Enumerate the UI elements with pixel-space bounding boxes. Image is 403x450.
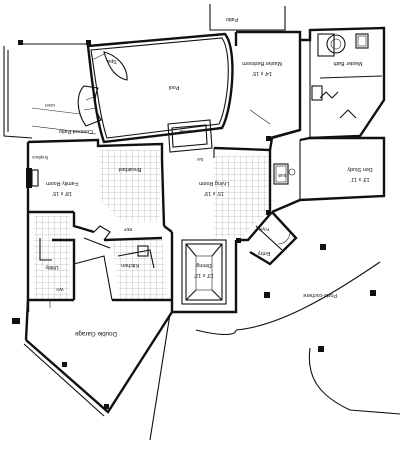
label-pool: Pool (169, 84, 180, 90)
label-family-room-dims: 18' x 15' (52, 190, 72, 196)
label-master-bedroom-dims: 14' x 15' (252, 70, 272, 76)
label-patio: Patio (226, 16, 238, 22)
label-den-study-dims: 13' x 11' (350, 176, 369, 182)
label-bath: Bath (277, 173, 286, 178)
label-bar: bar (196, 157, 203, 162)
dining-walls (170, 232, 238, 314)
label-living-room-name: Living Room (199, 180, 229, 186)
label-spa: Spa (107, 58, 117, 64)
label-covered-patio: Covered Patio (59, 128, 93, 134)
label-breakfast: Breakfast (118, 166, 141, 172)
patio-area (209, 4, 286, 31)
kitchen-walls (28, 210, 172, 302)
room-labels: Patio Spa Pool Covered Patio cover Maste… (31, 16, 372, 337)
tile-floors (34, 150, 268, 300)
label-porte-cochere: Porte-cochere (303, 292, 337, 298)
label-master-bedroom-name: Master Bedroom (242, 60, 282, 66)
label-wet-bar: wet bar (179, 129, 193, 134)
label-kitchen: Kitchen (121, 262, 139, 268)
label-utility: Utility (45, 264, 58, 270)
garage-walls (23, 299, 174, 417)
label-living-room-dims: 15' x 19' (204, 190, 224, 196)
porte-cochere-drive (149, 244, 401, 441)
label-den-study-name: Den Study (347, 166, 372, 172)
label-ref: REF (123, 227, 132, 232)
label-family-room-name: Family Room (46, 180, 78, 186)
label-double-garage: Double Garage (74, 330, 117, 337)
label-cover: cover (44, 103, 55, 108)
label-fireplace: fireplace (31, 155, 47, 160)
label-entry: Entry (257, 250, 270, 256)
label-dining-name: Dining (196, 262, 211, 268)
pool-area (77, 32, 234, 144)
master-suite-walls (234, 26, 386, 140)
label-wh: WH (57, 287, 64, 292)
covered-patio-outline (3, 43, 213, 153)
label-master-bath: Master Bath (333, 60, 362, 66)
label-dining-dims: 13' x 12' (194, 272, 214, 278)
main-house-walls (26, 128, 386, 312)
columns (12, 40, 271, 409)
label-foyer: Foyer (258, 227, 269, 232)
